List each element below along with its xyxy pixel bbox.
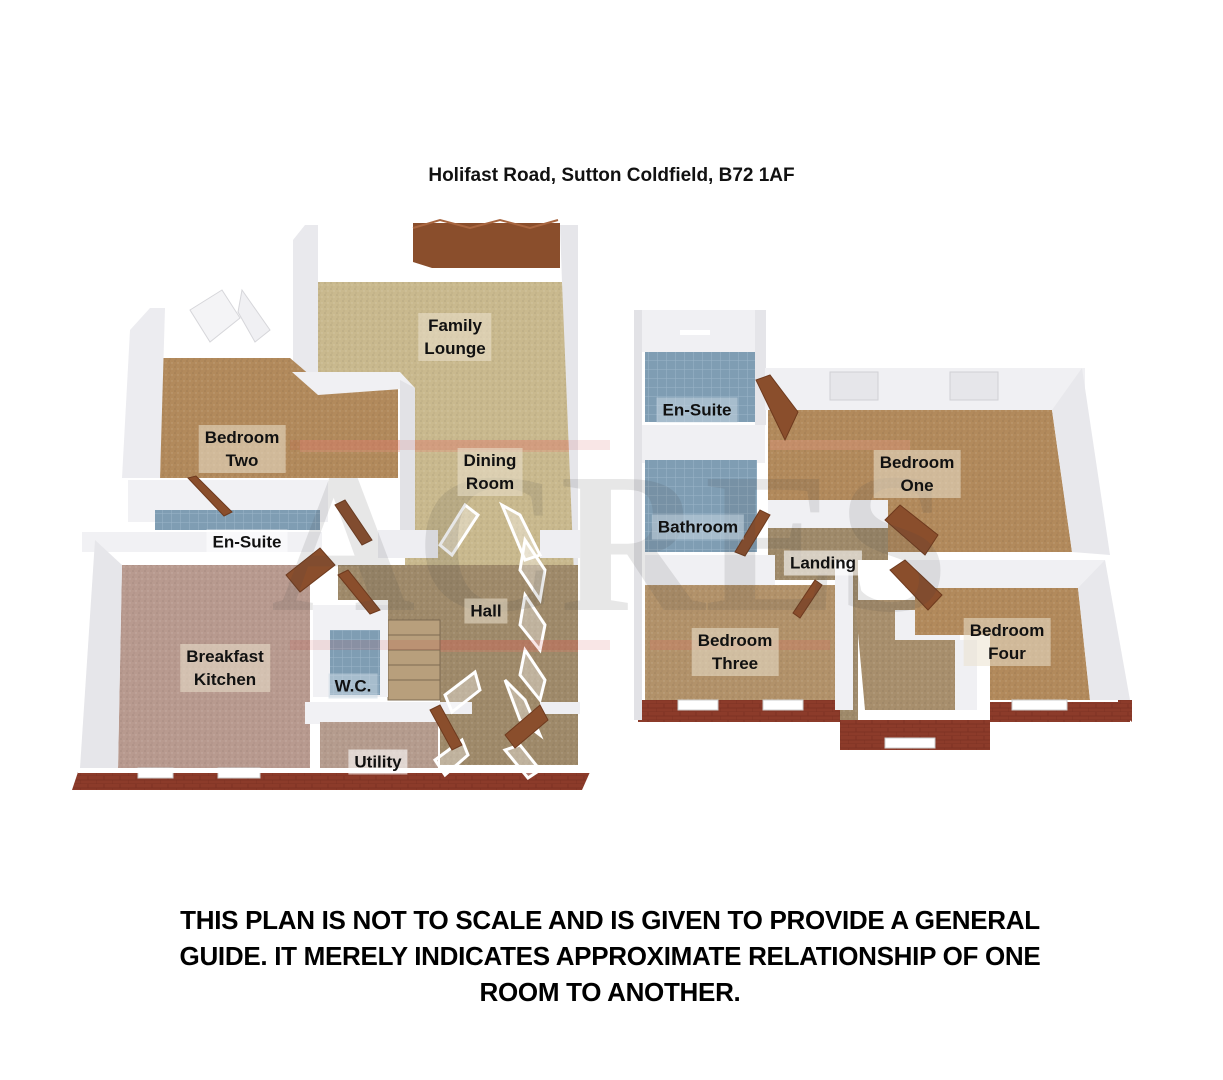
room-label-breakfast-kitchen: Breakfast Kitchen	[180, 644, 270, 692]
room-label-bedroom-one: Bedroom One	[873, 450, 961, 498]
room-label-family-lounge: Family Lounge	[418, 313, 492, 361]
room-label-bedroom-three: Bedroom Three	[691, 628, 779, 676]
room-label-bedroom-two: Bedroom Two	[198, 425, 286, 473]
svg-text:ACRES: ACRES	[271, 433, 949, 654]
watermark: ACRES	[271, 433, 949, 654]
room-label-bathroom: Bathroom	[651, 514, 745, 540]
property-address-title: Holifast Road, Sutton Coldfield, B72 1AF	[428, 165, 795, 186]
room-label-utility: Utility	[348, 749, 408, 775]
room-label-dining-room: Dining Room	[457, 448, 523, 496]
room-label-landing: Landing	[783, 550, 863, 576]
not-to-scale-disclaimer: THIS PLAN IS NOT TO SCALE AND IS GIVEN T…	[179, 905, 1041, 1007]
room-label-en-suite-ground: En-Suite	[206, 529, 288, 555]
room-label-wc: W.C.	[328, 673, 378, 699]
room-label-bedroom-four: Bedroom Four	[963, 618, 1051, 666]
ground-floor	[72, 218, 590, 790]
room-label-en-suite-first: En-Suite	[656, 397, 738, 423]
room-label-hall: Hall	[464, 598, 508, 624]
